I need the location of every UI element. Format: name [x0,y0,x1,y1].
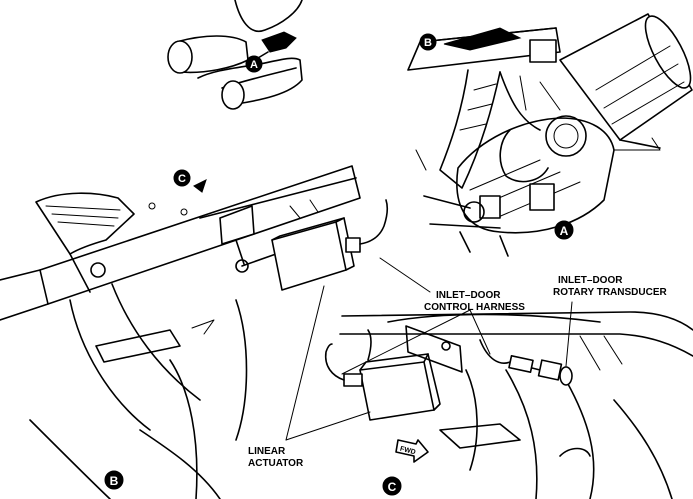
view-c-arrow-icon [193,179,207,193]
callout-rotary-transducer-line1: INLET–DOOR [558,275,623,286]
callout-rotary-transducer-line2: ROTARY TRANSDUCER [553,287,667,298]
view-bubble-b-locator: B [419,33,437,51]
view-bubble-a-locator: A [245,55,263,73]
leader-harness-b [379,257,431,293]
detail-c-structure [324,311,693,499]
aircraft-locator [167,0,303,110]
view-bubble-a-detail: A [554,220,574,240]
svg-text:B: B [424,37,432,49]
callout-control-harness-line1: INLET–DOOR [436,290,501,301]
engine-detail-a [407,13,693,257]
leader-actuator-c [285,411,371,441]
svg-text:A: A [560,224,569,238]
callout-control-harness-line2: CONTROL HARNESS [424,302,525,313]
callout-linear-actuator-line1: LINEAR [248,446,286,457]
callout-linear-actuator-line2: ACTUATOR [248,458,304,469]
svg-text:C: C [388,480,397,494]
locator-a-highlight-icon [261,31,297,53]
leader-actuator-b [285,285,325,441]
view-bubble-c-detail: C [382,476,402,496]
leader-harness-c-left [341,309,471,375]
detail-b-structure [0,165,389,499]
leader-harness-c-right [469,309,491,355]
leader-lines [285,257,573,441]
svg-text:C: C [178,173,186,185]
fwd-arrow-icon: FWD [395,439,429,463]
leader-transducer [565,301,573,367]
fwd-label: FWD [399,446,416,457]
svg-text:B: B [110,474,119,488]
view-bubble-c-locator: C [173,169,207,193]
svg-text:A: A [250,59,258,71]
view-bubble-b-detail: B [104,470,124,490]
